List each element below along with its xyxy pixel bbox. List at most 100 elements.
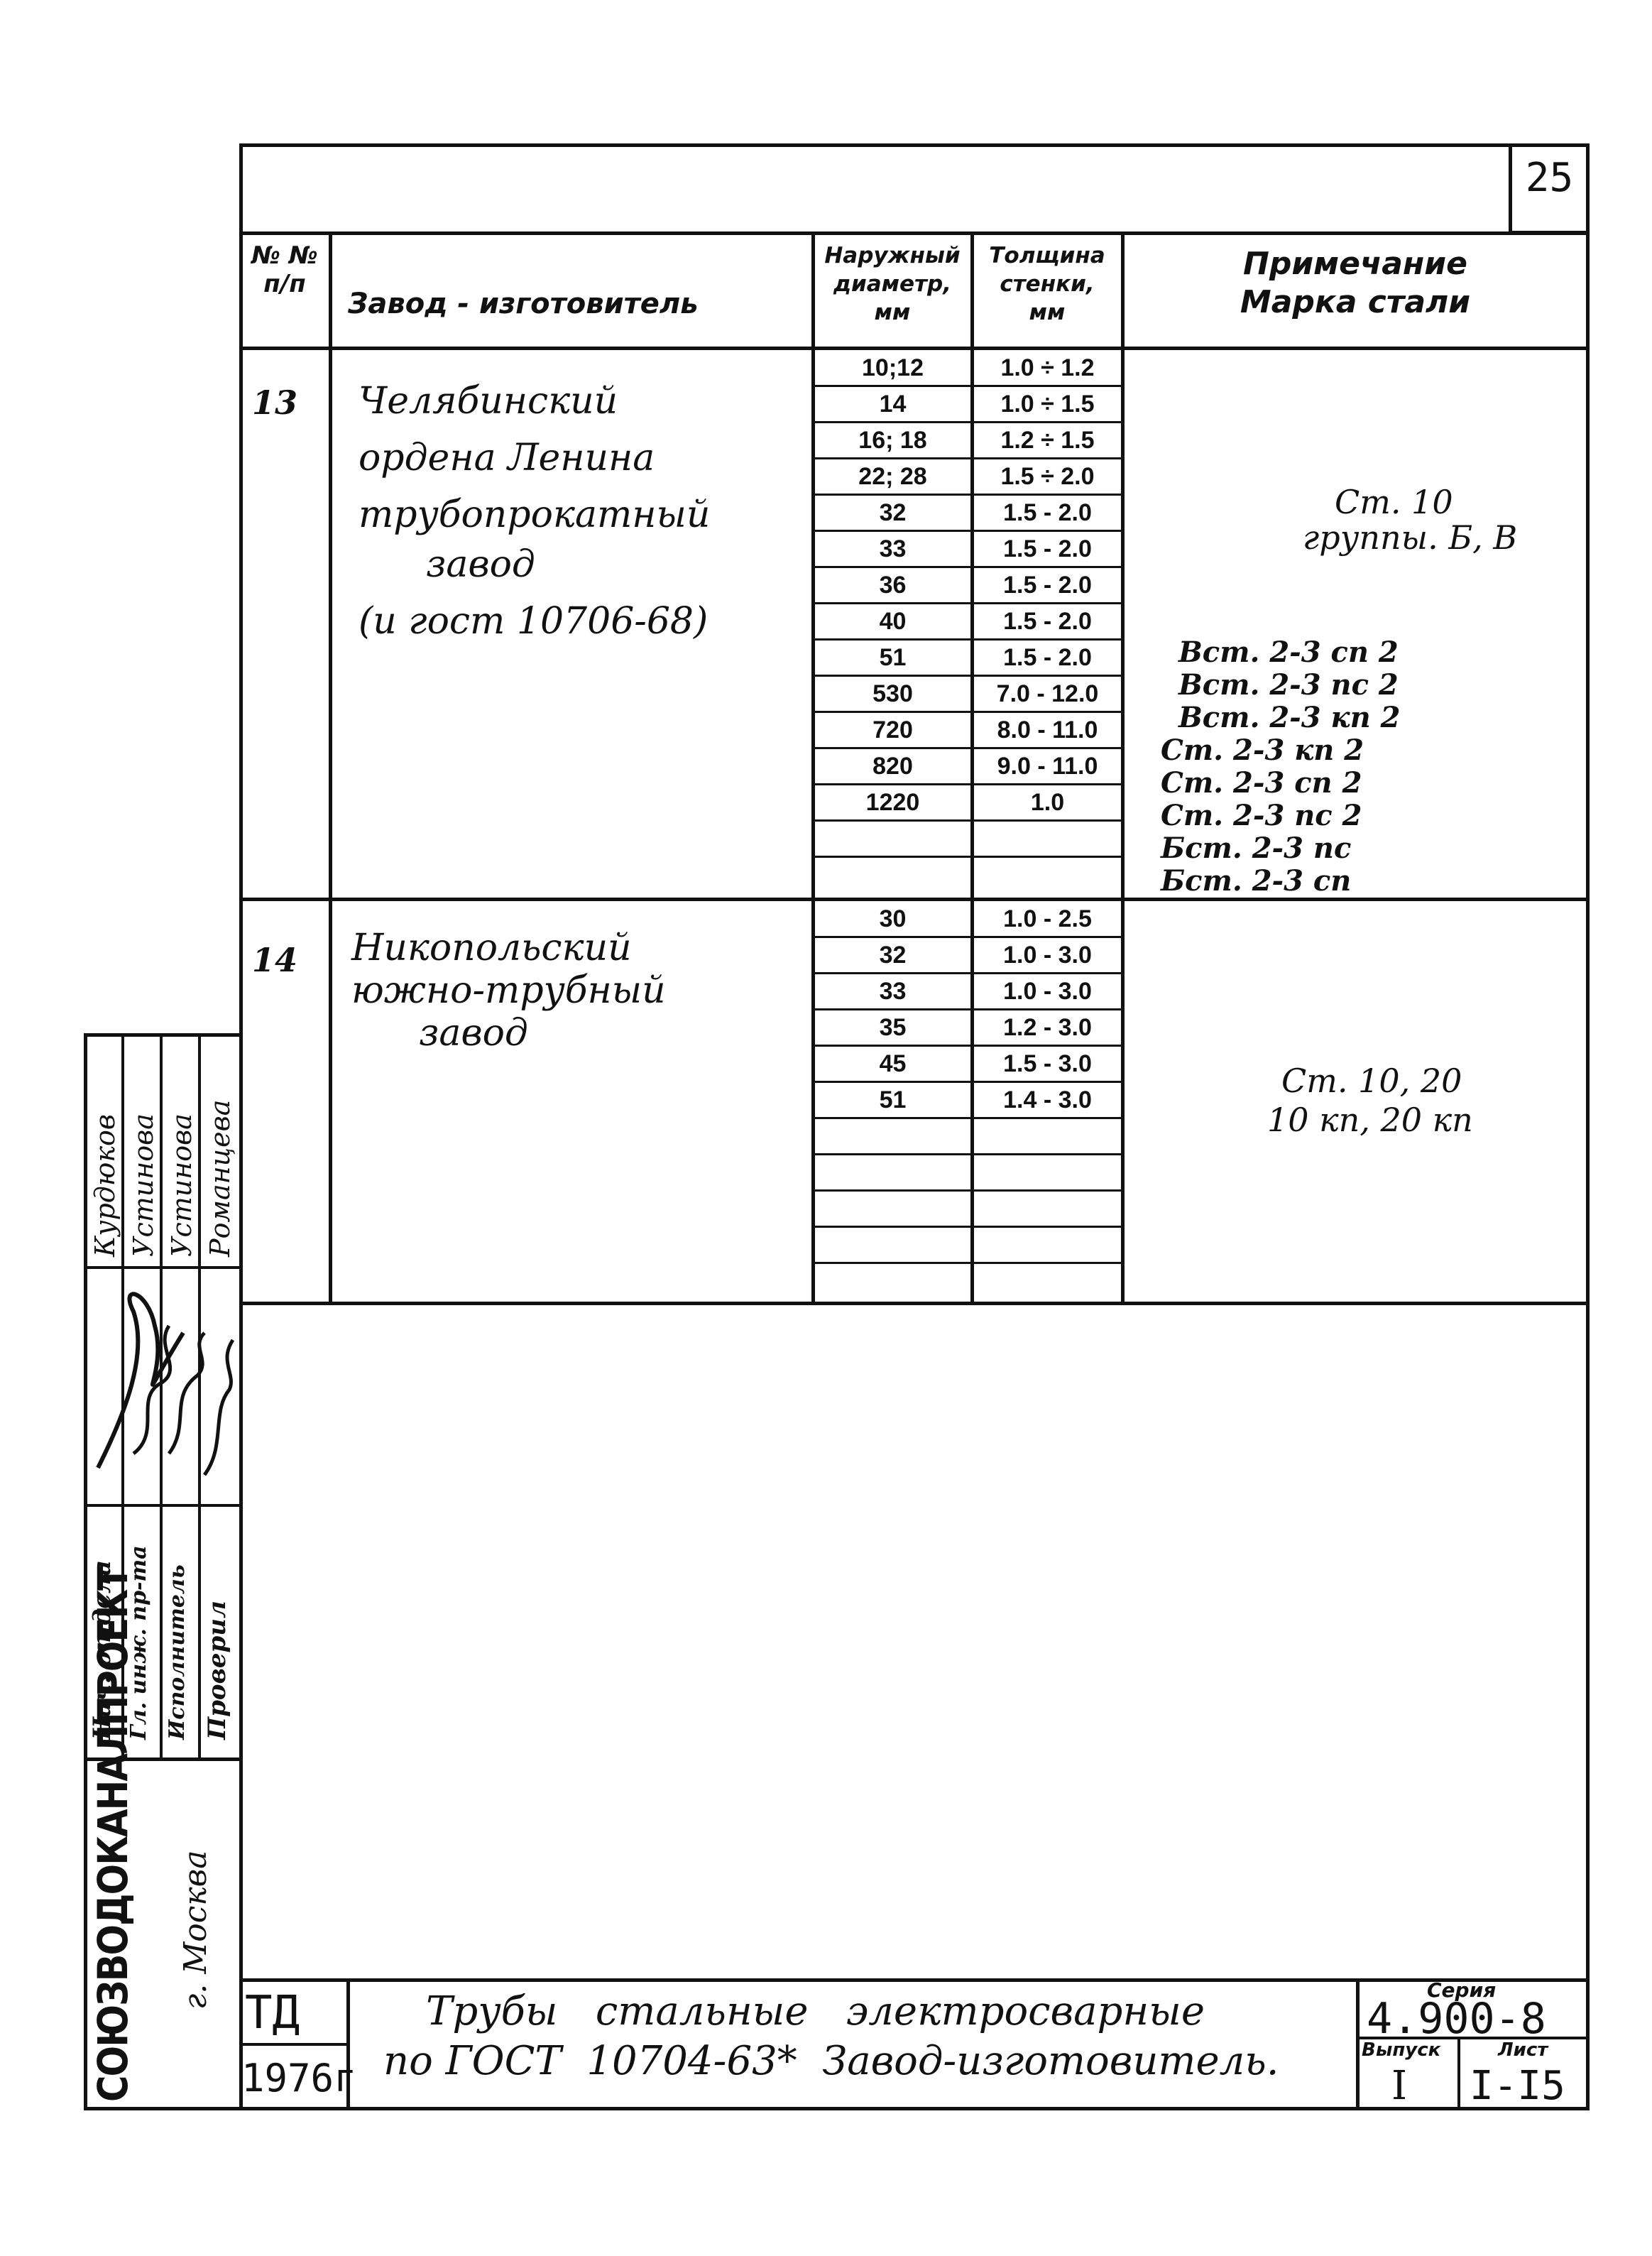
- steel-grade-item: Ст. 2-3 пс 2: [1161, 799, 1362, 832]
- col-line-3: [970, 231, 974, 1305]
- diameter-cell: 720: [873, 716, 913, 743]
- diameter-cell: [815, 1118, 970, 1155]
- col-line-4: [1121, 231, 1125, 1305]
- wall-thickness-cell: 1.5 - 2.0: [1003, 644, 1092, 671]
- title-block-divider-right: [1356, 1978, 1360, 2110]
- stamp-col-line-1: [121, 1033, 124, 1758]
- title-block-series-split: [1356, 2037, 1590, 2039]
- wall-thickness-cell: [974, 1118, 1121, 1155]
- row13-num: 13: [252, 383, 298, 422]
- stamp-role-3: Исполнитель: [165, 1564, 190, 1740]
- size-row-line: [815, 675, 1121, 677]
- doc-year: 1976г: [241, 2056, 357, 2100]
- wall-thickness-cell: 1.0 - 3.0: [1003, 942, 1092, 969]
- wall-thickness-cell: 1.5 - 3.0: [1003, 1050, 1092, 1077]
- size-row-line: [815, 1081, 1121, 1083]
- wall-thickness-cell: 1.0 ÷ 1.5: [1000, 391, 1095, 418]
- table-bottom-line: [239, 1302, 1590, 1305]
- signature-3: [167, 1331, 206, 1455]
- header-note: Примечание Марка стали: [1240, 246, 1471, 320]
- row14-plant-line3: завод: [419, 1012, 528, 1055]
- diameter-cell: 33: [879, 535, 907, 562]
- steel-grade-item: Ст. 2-3 сп 2: [1161, 766, 1362, 800]
- header-diameter: Наружный диаметр, мм: [824, 243, 961, 325]
- stamp-name-3: Устинова: [166, 1113, 197, 1257]
- diameter-cell: 51: [879, 644, 907, 671]
- steel-grade-item: Вст. 2-3 кп 2: [1178, 701, 1401, 734]
- wall-thickness-cell: 1.5 - 2.0: [1003, 572, 1092, 599]
- diameter-cell: 40: [879, 608, 907, 635]
- size-row-line: [815, 602, 1121, 604]
- size-row-line: [815, 457, 1121, 459]
- doc-code: ТД: [245, 1987, 300, 2039]
- diameter-cell: [815, 1155, 970, 1191]
- stamp-name-2: Устинова: [128, 1113, 159, 1257]
- diameter-cell: [815, 1263, 970, 1299]
- diameter-cell: [815, 1191, 970, 1227]
- wall-thickness-cell: [974, 857, 1121, 893]
- doc-title-line1: Трубы стальные электросварные: [426, 1988, 1205, 2034]
- row13-plant-line4: завод: [426, 543, 535, 586]
- stamp-col-line-2: [160, 1033, 163, 1758]
- wall-thickness-cell: 1.0 - 3.0: [1003, 978, 1092, 1005]
- wall-thickness-cell: 1.5 ÷ 2.0: [1000, 463, 1095, 490]
- title-block-issue-split: [1457, 2037, 1460, 2110]
- size-row-line: [815, 1117, 1121, 1119]
- stamp-row-line-3: [84, 1758, 239, 1761]
- diameter-cell: [815, 857, 970, 893]
- header-bottom-line: [239, 347, 1590, 350]
- stamp-signatures: [96, 1292, 235, 1476]
- size-row-line: [815, 1008, 1121, 1010]
- row13-plant-line5: (и гост 10706-68): [359, 600, 709, 643]
- diameter-cell: 10;12: [862, 354, 924, 381]
- issue-label: Выпуск: [1362, 2039, 1441, 2061]
- size-row-line: [815, 856, 1121, 858]
- header-plant: Завод - изготовитель: [348, 288, 699, 320]
- wall-thickness-cell: 9.0 - 11.0: [997, 753, 1098, 780]
- wall-thickness-cell: [974, 1155, 1121, 1191]
- diameter-cell: 32: [879, 499, 907, 526]
- row13-plant-line2: ордена Ленина: [359, 437, 655, 479]
- wall-thickness-cell: 1.0: [1030, 789, 1065, 816]
- series-value: 4.900-8: [1367, 1994, 1546, 2044]
- page-number: 25: [1525, 155, 1574, 201]
- size-row-line: [815, 385, 1121, 387]
- header-wall: Толщина стенки, мм: [989, 243, 1105, 325]
- title-block-code-split: [239, 2043, 346, 2046]
- wall-thickness-cell: 1.4 - 3.0: [1003, 1086, 1092, 1113]
- steel-grade-item: Вст. 2-3 сп 2: [1178, 636, 1399, 669]
- diameter-cell: 30: [879, 905, 907, 932]
- wall-thickness-cell: 1.2 ÷ 1.5: [1000, 427, 1095, 454]
- diameter-cell: 16; 18: [858, 427, 927, 454]
- size-row-line: [815, 1045, 1121, 1047]
- size-row-line: [815, 530, 1121, 532]
- diameter-cell: 530: [873, 680, 913, 707]
- signature-4: [202, 1339, 235, 1476]
- wall-thickness-cell: 1.5 - 2.0: [1003, 608, 1092, 635]
- wall-thickness-cell: [974, 821, 1121, 857]
- size-row-line: [815, 783, 1121, 785]
- sheet-value: I-I5: [1470, 2063, 1565, 2109]
- steel-grade-item: Бст. 2-3 пс: [1161, 832, 1352, 865]
- size-row-line: [815, 819, 1121, 822]
- header-top-line: [239, 231, 1590, 235]
- size-row-line: [815, 1189, 1121, 1192]
- stamp-organization: СОЮЗВОДОКАНАЛПРОЕКТ: [89, 1566, 137, 2102]
- size-row-line: [815, 1262, 1121, 1264]
- size-row-line: [815, 936, 1121, 938]
- stamp-col-line-3: [198, 1033, 201, 1758]
- diameter-cell: 14: [879, 391, 907, 418]
- stamp-name-1: Курдюков: [89, 1113, 121, 1257]
- header-num: № № п/п: [251, 241, 318, 298]
- series-label: Серия: [1427, 1978, 1497, 2002]
- diameter-cell: 22; 28: [858, 463, 927, 490]
- row14-num: 14: [252, 941, 298, 979]
- size-row-line: [815, 566, 1121, 568]
- size-row-line: [815, 1153, 1121, 1155]
- size-row-line: [815, 494, 1121, 496]
- wall-thickness-cell: [974, 1263, 1121, 1299]
- wall-thickness-cell: 8.0 - 11.0: [997, 716, 1098, 743]
- issue-value: I: [1391, 2063, 1408, 2109]
- diameter-cell: 1220: [865, 789, 920, 816]
- steel-grade-item: Ст. 2-3 кп 2: [1161, 734, 1364, 767]
